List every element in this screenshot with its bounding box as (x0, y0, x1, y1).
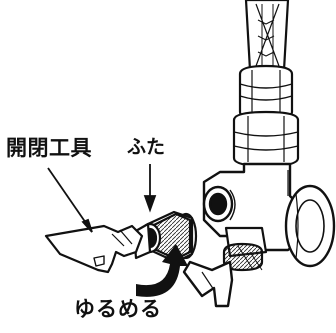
opening-tool (44, 224, 144, 274)
loosen-arrow-icon (136, 244, 188, 297)
valve-cap (132, 210, 198, 264)
loosen-label: ゆるめる (74, 297, 162, 321)
callout-lines (47, 164, 157, 233)
tool-label: 開閉工具 (6, 136, 92, 160)
wall-flange (284, 184, 336, 268)
cap-label: ふた (127, 136, 166, 158)
valve-handle (182, 260, 234, 308)
valve-spindle (222, 226, 268, 272)
flexible-hose (244, 0, 290, 72)
hose-coupling-nut (232, 64, 300, 168)
